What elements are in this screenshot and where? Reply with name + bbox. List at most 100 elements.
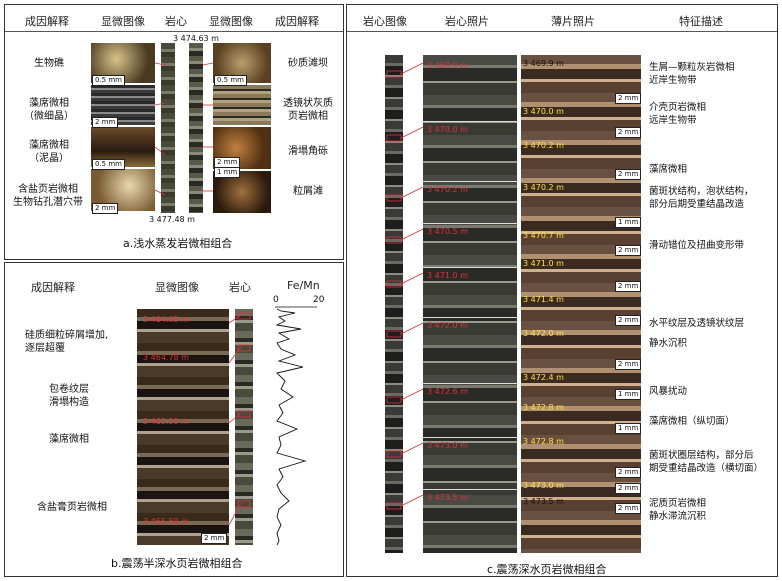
panel-c-core-depth-5: 3 471.0 m <box>427 271 468 280</box>
panel-c-core-depth-1: 3 469.9 m <box>427 61 468 70</box>
panel-c-thin-scale-1: 2 mm <box>615 93 642 104</box>
panel-a-scale-5: 0.5 mm <box>214 75 247 86</box>
panel-c-core-depth-3: 3 470.2 m <box>427 185 468 194</box>
panel-c-thin-depth-12: 3 473.0 m <box>523 481 564 490</box>
panel-c-core-image <box>385 55 403 553</box>
panel-c-description-3: 藻席微相 <box>649 164 688 175</box>
panel-c-core-depth-6: 3 472.0 m <box>427 321 468 330</box>
panel-a-caption: a.浅水蒸发岩微相组合 <box>123 237 233 250</box>
panel-c-description-10: 菌斑状圈层结构，部分后 期受重结晶改造（横切面） <box>649 450 764 474</box>
panel-a-scale-2: 2 mm <box>92 117 119 128</box>
panel-a-depth-bottom: 3 477.48 m <box>149 215 195 224</box>
panel-c-core-divider-4 <box>423 267 517 268</box>
panel-c-core-depth-4: 3 470.5 m <box>427 227 468 236</box>
panel-c-description-11: 泥质页岩微相 静水滞流沉积 <box>649 498 707 522</box>
panel-c-thin-scale-4: 1 mm <box>615 217 642 228</box>
panel-c-thin-depth-3: 3 470.2 m <box>523 141 564 150</box>
panel-b-depth-2: 3 464.78 m <box>143 353 189 362</box>
panel-c-core-marker-9 <box>386 502 402 510</box>
panel-c-thin-scale-6: 2 mm <box>615 281 642 292</box>
panel-a-label-right-2: 透镜状灰质 页岩微相 <box>283 98 333 122</box>
panel-a-label-left-4: 含盐页岩微相 生物钻孔潜穴带 <box>13 184 83 208</box>
panel-c-core-marker-4 <box>386 236 402 244</box>
panel-b-label-4: 含盐膏页岩微相 <box>37 502 107 513</box>
panel-c-core-marker-2 <box>386 134 402 142</box>
panel-a-label-right-1: 砂质滩坝 <box>288 58 328 69</box>
panel-c-core-marker-6 <box>386 330 402 338</box>
panel-b-core <box>235 309 253 545</box>
panel-c-core-divider-7 <box>423 437 517 438</box>
panel-c-description-9: 藻席微相（纵切面） <box>649 416 735 427</box>
panel-c-core-connector-3 <box>400 186 424 199</box>
panel-c-thin-depth-2: 3 470.0 m <box>523 107 564 116</box>
panel-a-scale-4: 2 mm <box>92 203 119 214</box>
panel-c-core-marker-3 <box>386 194 402 202</box>
panel-b-depth-1: 3 464.05 m <box>143 315 189 324</box>
panel-c-core-marker-7 <box>386 396 402 404</box>
panel-c-description-8: 风暴扰动 <box>649 386 688 397</box>
panel-c-core-divider-3 <box>423 223 517 224</box>
panel-c-core-connector-8 <box>400 442 424 455</box>
panel-c-caption: c.震荡深水页岩微相组合 <box>487 563 607 576</box>
panel-b-header-core: 岩心 <box>229 281 251 294</box>
panel-c-header-core-image: 岩心图像 <box>363 15 407 28</box>
panel-a-header-genesis-left: 成因解释 <box>25 15 69 28</box>
panel-a-label-right-3: 滑塌角砾 <box>288 146 328 157</box>
panel-c-thin-depth-13: 3 473.5 m <box>523 497 564 506</box>
panel-c-header-core-photo: 岩心照片 <box>445 15 489 28</box>
panel-a-depth-top: 3 474.63 m <box>173 34 219 43</box>
panel-a-micro-right-4 <box>213 171 271 213</box>
panel-c-core-divider-5 <box>423 317 517 318</box>
panel-c-core-marker-8 <box>386 450 402 458</box>
panel-b-femn-plot <box>228 306 317 546</box>
panel-a-header-rule <box>5 31 343 32</box>
panel-a-core-2 <box>189 43 203 213</box>
panel-c-description-4: 菌斑状结构，泡状结构， 部分后期受重结晶改造 <box>649 186 754 210</box>
panel-c-thin-depth-9: 3 472.4 m <box>523 373 564 382</box>
panel-c-core-divider-8 <box>423 489 517 490</box>
panel-b-header-femn: Fe/Mn <box>287 279 320 292</box>
panel-c-core-divider-2 <box>423 181 517 182</box>
panel-c-description-1: 生屑—颗粒灰岩微相 近岸生物带 <box>649 62 735 86</box>
panel-c-thin-scale-11: 2 mm <box>615 467 642 478</box>
panel-b-axis-tick-0: 0 <box>273 295 279 305</box>
panel-c-core-connector-1 <box>400 62 424 75</box>
panel-c-core-depth-9: 3 473.5 m <box>427 493 468 502</box>
panel-c-core-marker-1 <box>386 70 402 78</box>
panel-c-thin-depth-10: 3 472.8 m <box>523 403 564 412</box>
panel-a-label-left-2: 藻席微相 （微细晶） <box>24 98 74 122</box>
panel-b-micro-image <box>137 309 229 545</box>
panel-a-label-right-4: 粒屑滩 <box>293 186 323 197</box>
panel-c-core-connector-4 <box>400 228 424 241</box>
panel-c-thin-depth-1: 3 469.9 m <box>523 59 564 68</box>
panel-c-core-connector-5 <box>400 272 424 285</box>
panel-c-header-description: 特征描述 <box>679 15 723 28</box>
panel-c-thin-scale-13: 2 mm <box>615 503 642 514</box>
panel-a-core-1 <box>161 43 175 213</box>
panel-a-scale-7: 1 mm <box>214 167 241 178</box>
panel-c-thin-depth-11: 3 472.8 m <box>523 437 564 446</box>
panel-c-thin-scale-7: 2 mm <box>615 315 642 326</box>
panel-c-description-2: 介壳页岩微相 远岸生物带 <box>649 102 707 126</box>
panel-a-micro-right-2 <box>213 85 271 125</box>
panel-b: 成因解释 显微图像 岩心 Fe/Mn 0 20 3 464.05 m 3 464… <box>4 262 344 577</box>
panel-c-thin-scale-2: 2 mm <box>615 127 642 138</box>
panel-c-description-6: 水平纹层及透镜状纹层 <box>649 318 745 329</box>
panel-b-label-1: 硅质细粒碎屑增加, 逐层超覆 <box>25 330 109 354</box>
panel-b-header-genesis: 成因解释 <box>31 281 75 294</box>
femn-curve <box>275 308 307 546</box>
panel-c-description-5: 滑动错位及扭曲变形带 <box>649 240 745 251</box>
panel-a-label-left-3: 藻席微相 （泥晶） <box>29 140 69 164</box>
panel-a-header-micro-left: 显微图像 <box>101 15 145 28</box>
panel-c-thin-scale-5: 2 mm <box>615 245 642 256</box>
panel-c-thin-scale-10: 1 mm <box>615 423 642 434</box>
panel-c-thin-depth-4: 3 470.2 m <box>523 183 564 192</box>
panel-c-description-7: 静水沉积 <box>649 338 688 349</box>
panel-a: 成因解释 显微图像 岩心 显微图像 成因解释 3 474.63 m 0.5 mm… <box>4 4 344 260</box>
panel-b-label-3: 藻席微相 <box>49 434 89 445</box>
panel-c-thin-depth-5: 3 470.7 m <box>523 231 564 240</box>
panel-b-label-2: 包卷纹层 滑塌构造 <box>49 384 89 408</box>
panel-b-caption: b.震荡半深水页岩微相组合 <box>111 557 243 570</box>
panel-a-label-left-1: 生物礁 <box>34 58 64 69</box>
